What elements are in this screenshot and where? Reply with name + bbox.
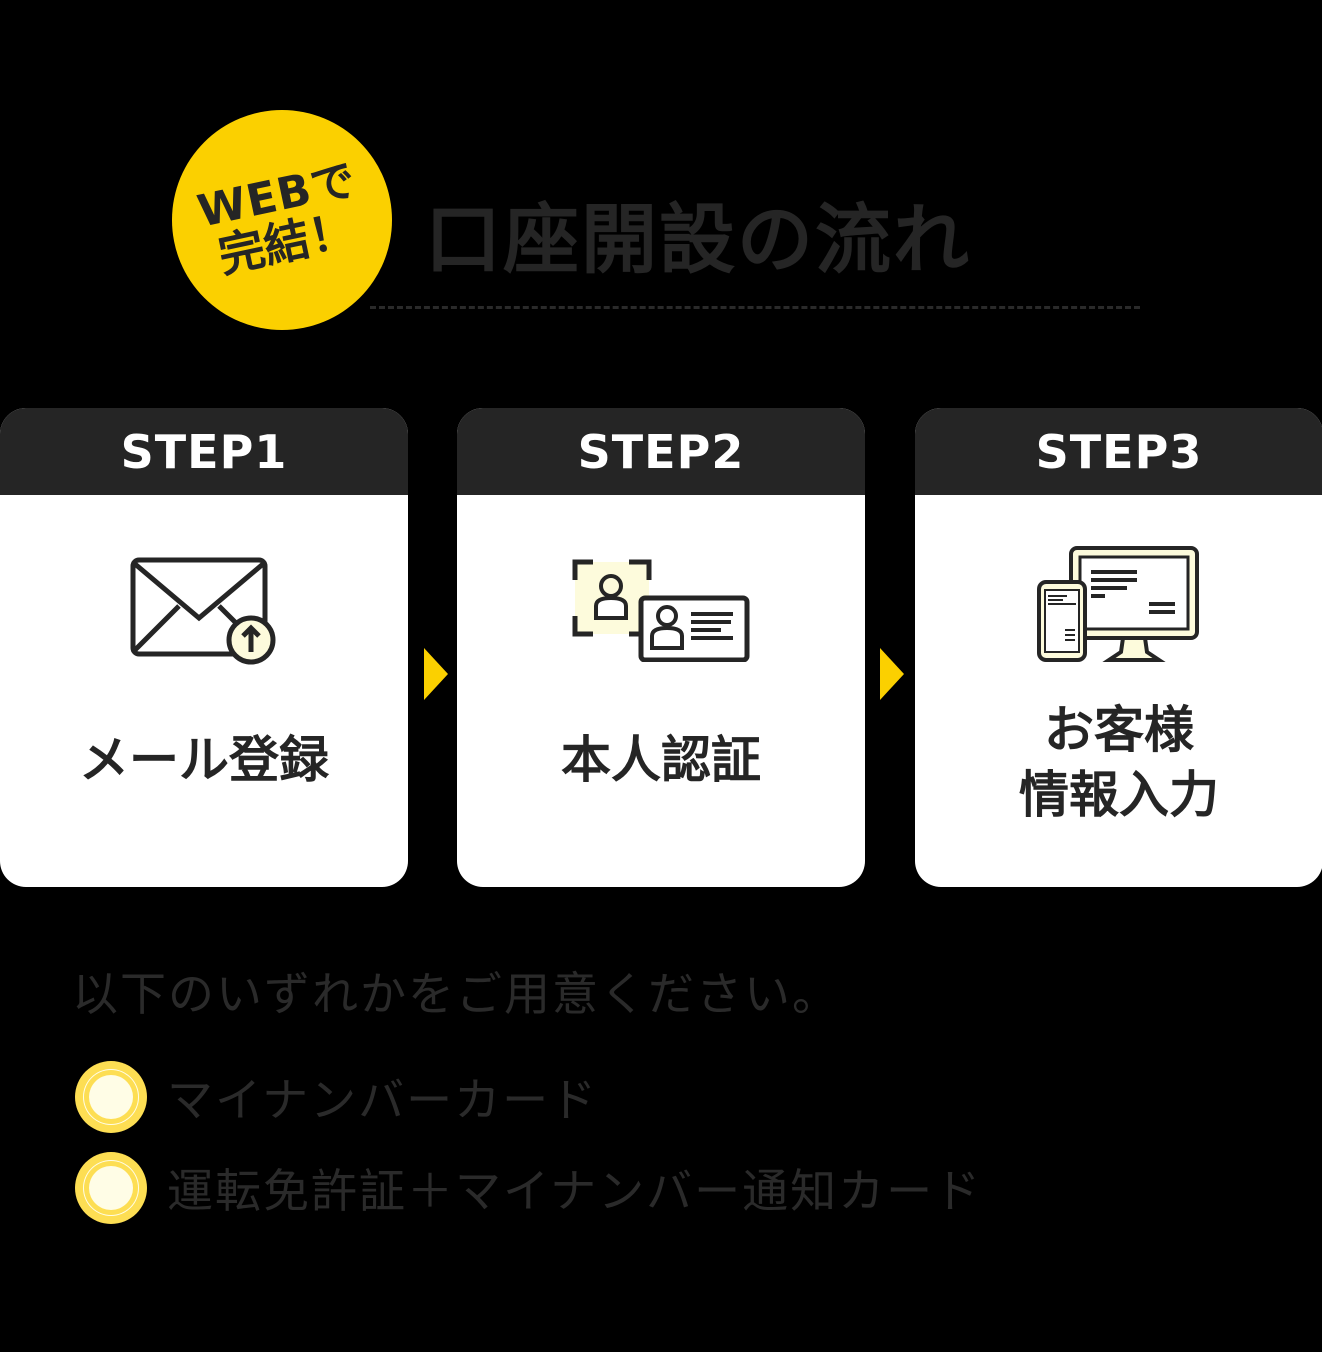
step-card-2: STEP2 本人認証 xyxy=(457,408,865,887)
requirement-text: マイナンバーカード xyxy=(167,1073,599,1127)
web-complete-badge: WEBで 完結！ xyxy=(172,110,392,330)
devices-icon xyxy=(915,546,1322,662)
triangle-right-icon xyxy=(880,648,904,700)
triangle-right-icon xyxy=(424,648,448,700)
id-verification-icon xyxy=(457,558,865,662)
requirement-text: 運転免許証＋マイナンバー通知カード xyxy=(167,1164,983,1218)
step-title: 本人認証 xyxy=(561,731,761,789)
requirement-item: マイナンバーカード xyxy=(75,1061,598,1133)
step-title: メール登録 xyxy=(79,731,329,789)
step-label: STEP2 xyxy=(457,408,865,495)
circle-bullet-icon xyxy=(75,1061,147,1133)
requirement-item: 運転免許証＋マイナンバー通知カード xyxy=(75,1152,982,1224)
mail-upload-icon xyxy=(0,556,408,668)
step-card-3: STEP3 お客様 情報入力 xyxy=(915,408,1322,887)
step-title-line1: お客様 xyxy=(1044,701,1194,759)
requirements-intro: 以下のいずれかをご用意ください。 xyxy=(72,967,840,1021)
circle-bullet-icon xyxy=(75,1152,147,1224)
step-title-line2: 情報入力 xyxy=(1019,766,1219,824)
step-card-1: STEP1 メール登録 xyxy=(0,408,408,887)
title-divider xyxy=(370,306,1140,309)
page-title: 口座開設の流れ xyxy=(425,195,971,284)
step-title: お客様 情報入力 xyxy=(915,698,1322,828)
step-label: STEP1 xyxy=(0,408,408,495)
step-label: STEP3 xyxy=(915,408,1322,495)
